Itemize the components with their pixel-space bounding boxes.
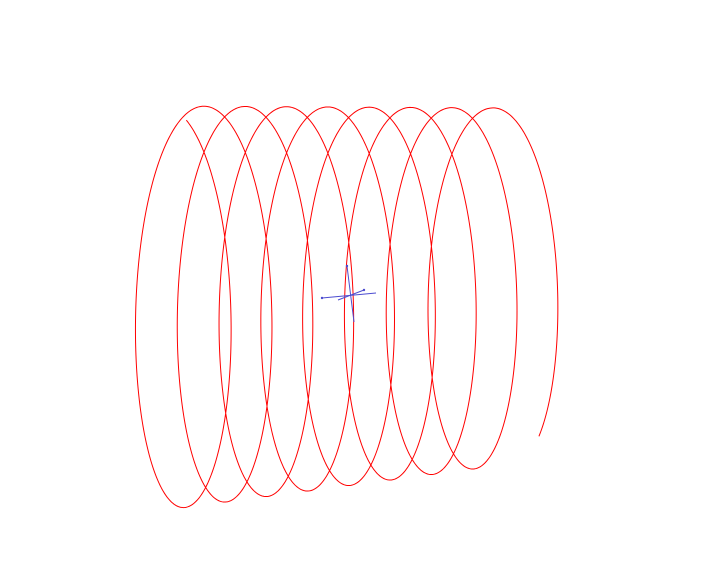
helix bbox=[134, 105, 559, 509]
y-axis-line bbox=[346, 265, 355, 323]
y-axis-tick bbox=[345, 264, 349, 268]
z-axis-tick bbox=[362, 288, 366, 292]
helix-curve bbox=[134, 105, 559, 509]
x-axis-tick bbox=[320, 296, 324, 300]
origin-axes-gizmo bbox=[320, 264, 377, 323]
z-axis-line bbox=[337, 289, 365, 301]
